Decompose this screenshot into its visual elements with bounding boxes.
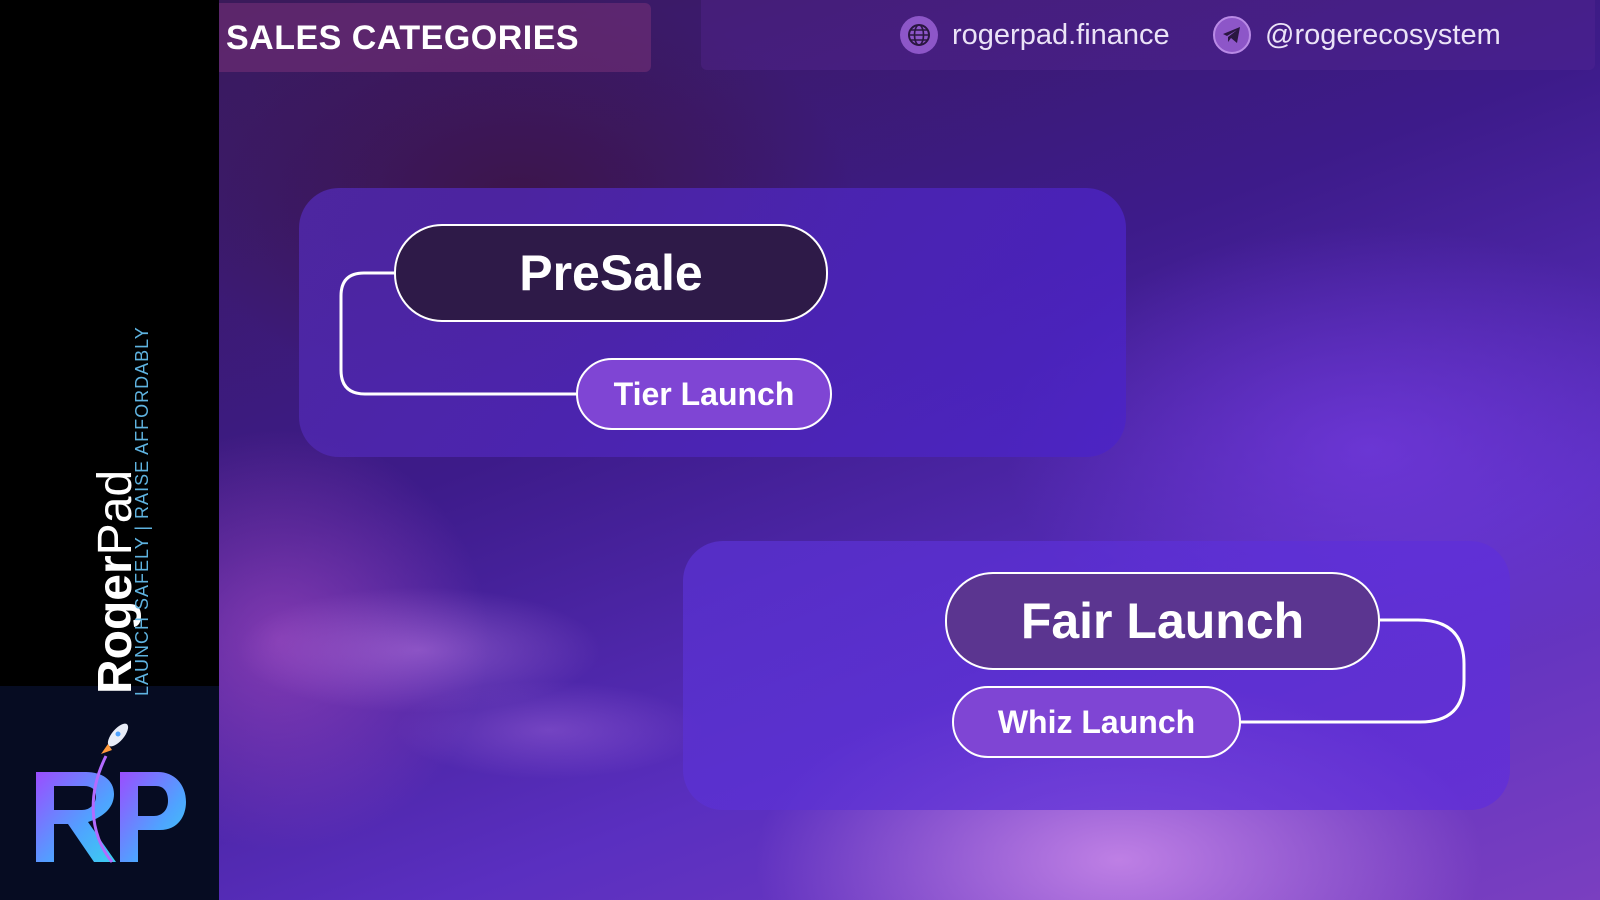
whiz-launch-node[interactable]: Whiz Launch <box>952 686 1241 758</box>
presale-node[interactable]: PreSale <box>394 224 828 322</box>
page-title: SALES CATEGORIES <box>226 19 580 57</box>
website-text: rogerpad.finance <box>952 18 1170 51</box>
presale-connector <box>339 271 578 396</box>
telegram-icon <box>1213 16 1251 54</box>
telegram-link[interactable]: @rogerecosystem <box>1213 16 1501 54</box>
telegram-text: @rogerecosystem <box>1265 18 1501 51</box>
fair-launch-node[interactable]: Fair Launch <box>945 572 1380 670</box>
globe-icon <box>900 16 938 54</box>
website-link[interactable]: rogerpad.finance <box>900 16 1170 54</box>
fairlaunch-connector <box>1239 618 1466 724</box>
tier-launch-node[interactable]: Tier Launch <box>576 358 832 430</box>
title-box: SALES CATEGORIES <box>219 3 651 72</box>
rocket-icon <box>101 723 129 754</box>
rp-logo <box>36 723 186 863</box>
header-bar <box>701 0 1595 70</box>
